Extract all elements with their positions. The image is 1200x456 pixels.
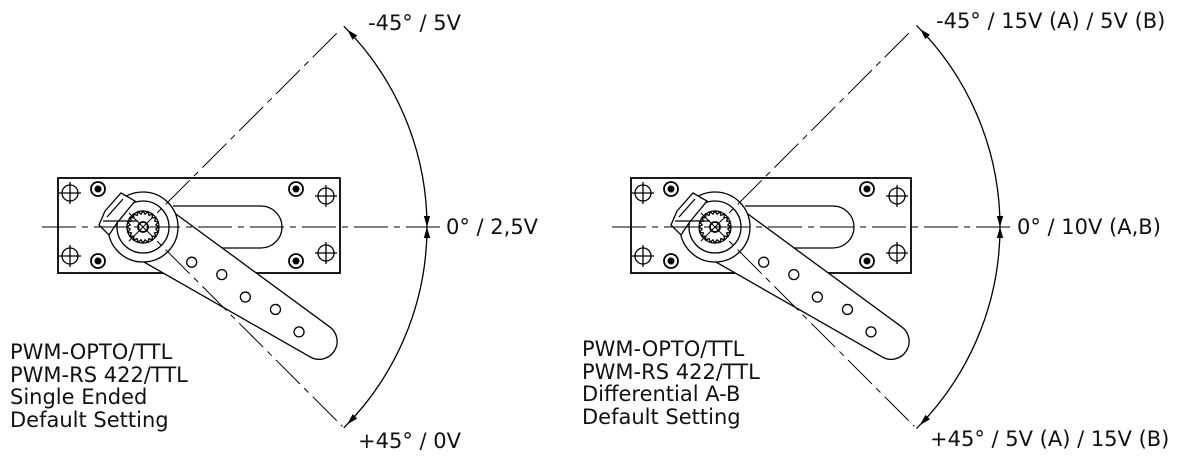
connector-edge bbox=[106, 198, 124, 218]
mount-nut-core bbox=[667, 257, 675, 265]
lower-extension-line bbox=[128, 212, 343, 427]
right-label-plus45: +45° / 5V (A) / 15V (B) bbox=[930, 427, 1170, 451]
arm-hole bbox=[865, 326, 877, 338]
upper-extension-line bbox=[128, 28, 342, 242]
dimension-arrow bbox=[347, 414, 358, 425]
left-description: PWM-OPTO/TTL PWM-RS 422/TTL Single Ended… bbox=[10, 341, 188, 431]
left-desc-line-3: Single Ended bbox=[10, 385, 148, 409]
right-desc-line-2: PWM-RS 422/TTL bbox=[582, 359, 760, 384]
left-label-zero: 0° / 2,5V bbox=[446, 215, 539, 239]
dimension-arrow bbox=[423, 227, 431, 238]
mount-nut-core bbox=[863, 257, 871, 265]
arm-hole bbox=[216, 268, 228, 281]
arm-hole bbox=[239, 291, 252, 303]
right-desc-line-4: Default Setting bbox=[582, 404, 741, 429]
arm-hole bbox=[811, 291, 824, 303]
dimension-arrow bbox=[996, 216, 1004, 227]
servo-arm bbox=[125, 200, 338, 360]
arm-hole bbox=[293, 326, 305, 338]
mount-nut bbox=[663, 253, 679, 269]
arm-hole bbox=[788, 268, 800, 281]
upper-extension-line bbox=[700, 28, 914, 242]
right-desc-line-1: PWM-OPTO/TTL bbox=[582, 337, 745, 361]
connector-edge bbox=[678, 198, 696, 218]
left-label-minus45: -45° / 5V bbox=[368, 11, 461, 35]
mount-nut bbox=[288, 181, 304, 197]
left-desc-line-1: PWM-OPTO/TTL bbox=[10, 340, 173, 364]
servo-diagram-1 bbox=[42, 25, 440, 429]
mount-nut-core bbox=[667, 185, 675, 193]
lower-extension-line bbox=[700, 212, 915, 427]
mount-nut bbox=[90, 253, 106, 269]
servo-arm bbox=[697, 200, 910, 360]
wire-connector bbox=[98, 192, 136, 237]
right-label-zero: 0° / 10V (A,B) bbox=[1017, 215, 1161, 239]
dimension-arc bbox=[343, 25, 428, 429]
dimension-arrow bbox=[996, 227, 1004, 238]
servo-diagram-2 bbox=[612, 25, 1010, 429]
dimension-arc bbox=[916, 25, 1001, 429]
mount-nut-core bbox=[94, 185, 102, 193]
mount-nut bbox=[663, 181, 679, 197]
mount-nut bbox=[859, 181, 875, 197]
mount-nut-core bbox=[292, 257, 300, 265]
dimension-arrow bbox=[920, 414, 930, 425]
left-desc-line-2: PWM-RS 422/TTL bbox=[10, 362, 188, 387]
mount-nut bbox=[288, 253, 304, 269]
mount-nut bbox=[90, 181, 106, 197]
dimension-arrow bbox=[920, 29, 930, 40]
mount-nut-core bbox=[863, 185, 871, 193]
dimension-arrow bbox=[347, 29, 358, 40]
mount-nut-core bbox=[94, 257, 102, 265]
spline-teeth bbox=[697, 209, 733, 245]
left-desc-line-4: Default Setting bbox=[10, 407, 169, 432]
right-label-minus45: -45° / 15V (A) / 5V (B) bbox=[936, 9, 1166, 33]
wire-connector bbox=[670, 192, 708, 237]
arm-hole bbox=[186, 256, 198, 268]
mount-nut bbox=[859, 253, 875, 269]
mount-nut-core bbox=[292, 185, 300, 193]
arm-hole bbox=[841, 303, 854, 316]
arm-hole bbox=[758, 256, 770, 268]
dimension-arrow bbox=[423, 216, 431, 227]
right-description: PWM-OPTO/TTL PWM-RS 422/TTL Differential… bbox=[582, 338, 760, 428]
arm-hole bbox=[269, 303, 282, 316]
right-desc-line-3: Differential A-B bbox=[582, 382, 741, 406]
left-label-plus45: +45° / 0V bbox=[358, 429, 461, 453]
